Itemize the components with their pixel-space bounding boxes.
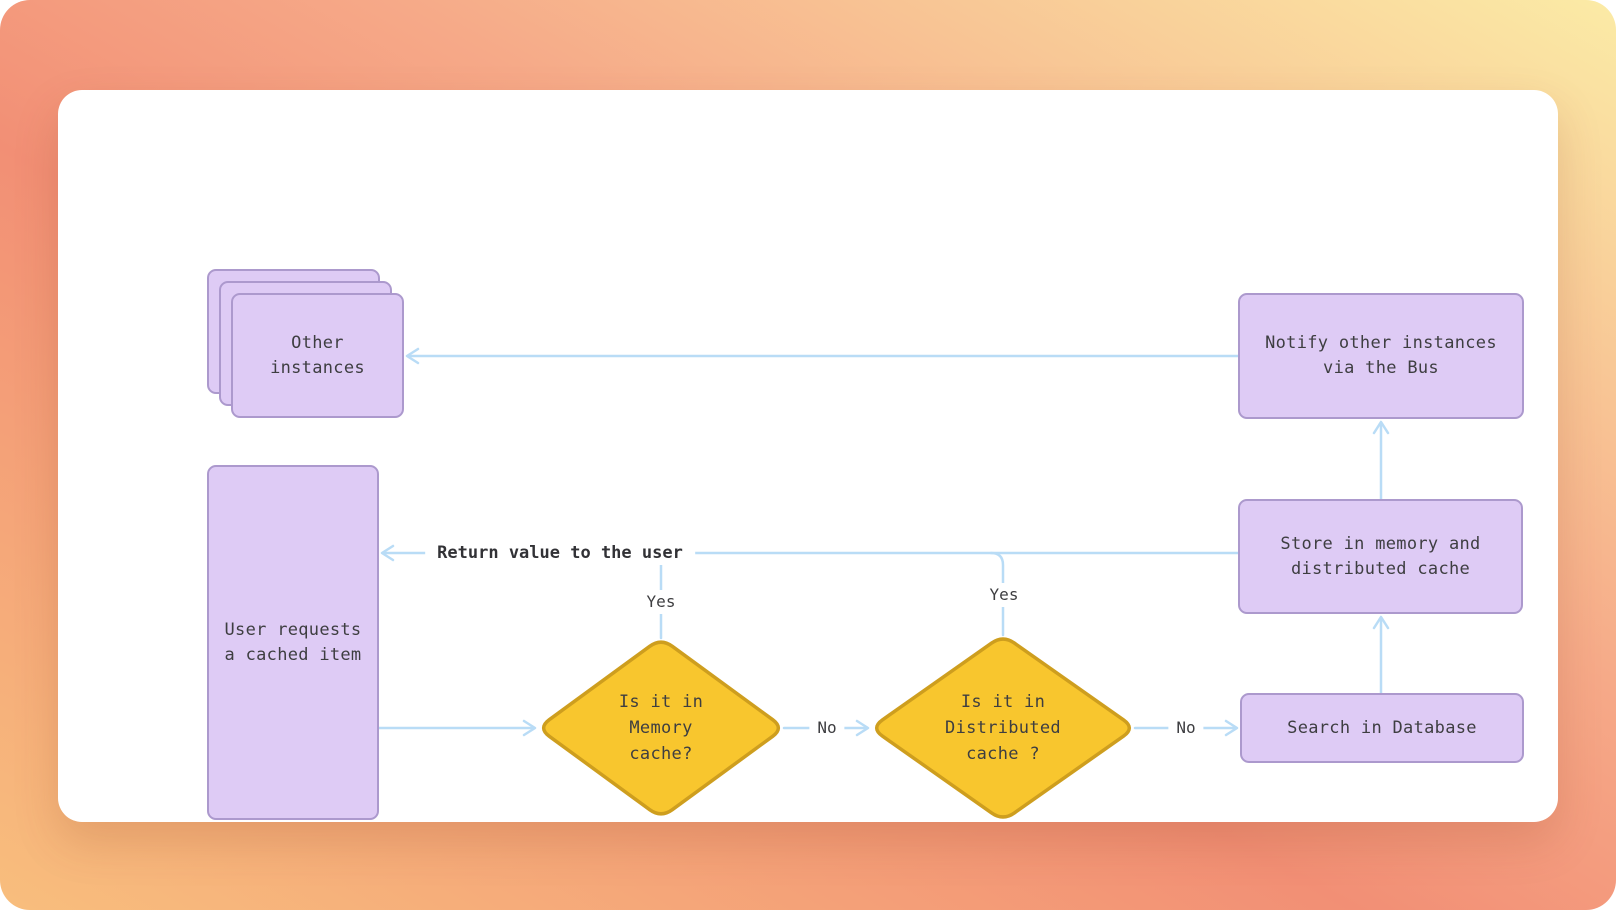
label-return-value: Return value to the user: [425, 541, 695, 565]
distributed-cache-node: Is it in Distributed cache ?: [945, 689, 1061, 767]
node-label-line: Is it in: [960, 692, 1046, 712]
label-no-distributed: No: [1168, 716, 1204, 740]
arrowhead-right-icon: [1224, 719, 1239, 737]
arrowhead-left-icon: [405, 347, 420, 365]
node-label-line: User requests: [224, 619, 362, 640]
store-cache-node: Store in memory and distributed cache: [1238, 499, 1523, 614]
memory-cache-node: Is it in Memory cache?: [619, 689, 703, 767]
arrowhead-right-icon: [855, 719, 870, 737]
node-label-line: cache?: [629, 744, 693, 764]
node-label-line: via the Bus: [1323, 358, 1439, 378]
node-label-line: Notify other instances: [1265, 333, 1497, 353]
edge-user-to-memory: [377, 719, 537, 737]
arrowhead-left-icon: [380, 544, 395, 562]
node-label-line: Is it in: [618, 692, 704, 712]
edge-notify-to-other-instances: [405, 347, 1240, 365]
node-label-line: distributed cache: [1290, 558, 1471, 579]
node-label-line: a cached item: [224, 644, 362, 665]
node-label-line: Distributed: [945, 718, 1061, 738]
label-yes-memory: Yes: [638, 590, 684, 614]
node-label-line: Store in memory and: [1280, 533, 1481, 554]
edge-store-to-notify: [1372, 420, 1390, 501]
label-yes-distributed: Yes: [981, 583, 1027, 607]
user-request-node: User requests a cached item: [207, 465, 379, 820]
diagram-canvas: Other instances User requests a cached i…: [58, 90, 1558, 822]
node-label-line: Search in Database: [1287, 717, 1477, 738]
notify-instances-node: Notify other instances via the Bus: [1238, 293, 1524, 419]
label-no-memory: No: [809, 716, 845, 740]
arrowhead-up-icon: [1372, 420, 1390, 435]
edge-search-to-store: [1372, 615, 1390, 695]
arrowhead-up-icon: [1372, 615, 1390, 630]
other-instances-node: Other instances: [231, 293, 404, 418]
node-label-line: Memory: [629, 718, 693, 738]
node-label-line: Other: [291, 332, 344, 353]
node-label-line: cache ?: [966, 744, 1040, 764]
node-label-line: instances: [270, 357, 365, 378]
arrowhead-right-icon: [522, 719, 537, 737]
search-database-node: Search in Database: [1240, 693, 1524, 763]
